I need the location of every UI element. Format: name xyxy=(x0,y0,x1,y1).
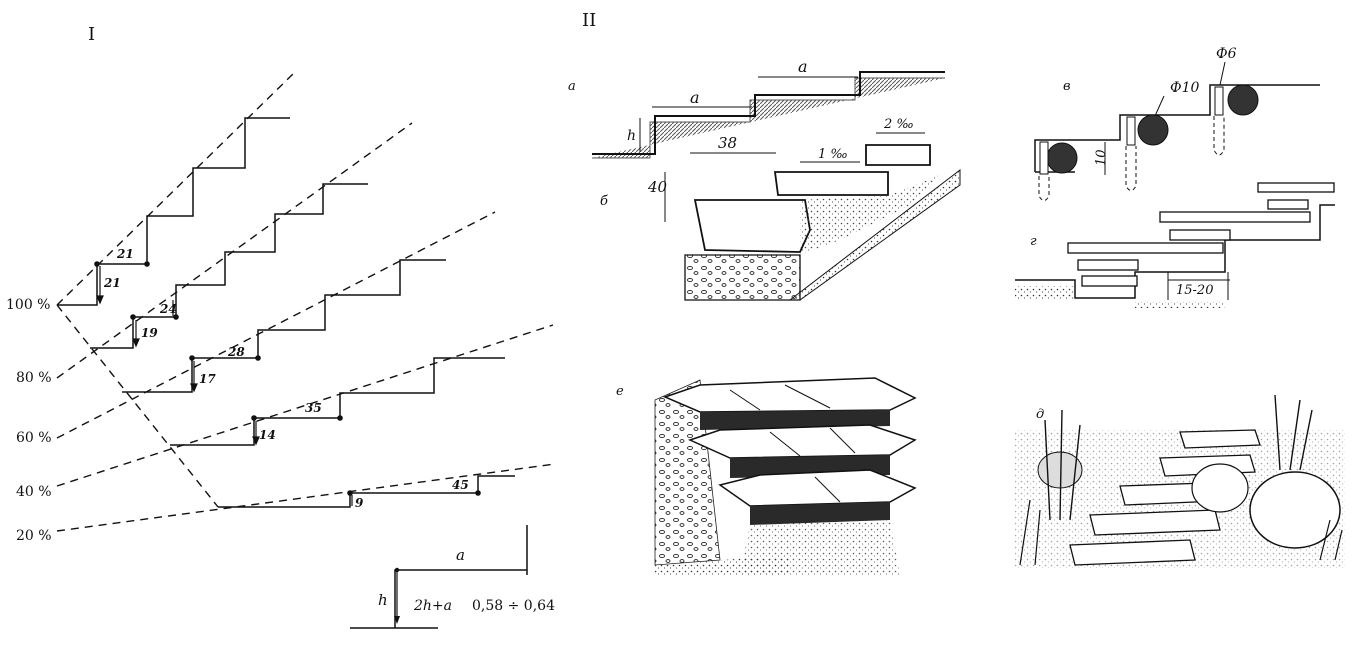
figure-v-height: 10 xyxy=(1094,149,1109,166)
slope-labels: 100 % 80 % 60 % 40 % 20 % xyxy=(6,297,52,544)
legend-h: h xyxy=(378,591,388,609)
slope-40-line xyxy=(56,324,554,487)
dim-40-h: 14 xyxy=(259,428,276,442)
figure-b-letter: б xyxy=(600,194,608,209)
dim-100-h: 21 xyxy=(103,276,121,290)
figure-v-letter: в xyxy=(1063,79,1071,94)
legend-formula: 2h+a xyxy=(413,598,452,614)
stair-20 xyxy=(218,475,515,508)
stair-80 xyxy=(90,183,368,349)
figure-d-garden-steps: д xyxy=(1015,394,1345,568)
slope-100-line xyxy=(56,71,296,306)
figure-b-height: 40 xyxy=(647,178,668,196)
panel-II-label: II xyxy=(582,10,596,31)
figure-b-slope-1: 1 ‰ xyxy=(818,147,848,162)
dimension-markers xyxy=(94,261,481,506)
panel-I-label: I xyxy=(88,24,95,45)
slope-lines xyxy=(56,71,556,532)
legend-range: 0,58 ÷ 0,64 xyxy=(472,598,555,614)
figure-a-tread: a xyxy=(690,88,700,107)
figure-g-letter: г xyxy=(1030,234,1037,249)
figure-g-width: 15-20 xyxy=(1176,283,1213,298)
figure-b-width: 38 xyxy=(718,134,737,152)
slope-20-line xyxy=(56,463,556,532)
figure-a-riser: h xyxy=(627,128,636,144)
stair-profiles xyxy=(57,117,515,508)
figure-a-steps: а a a h xyxy=(568,57,945,159)
figure-v-dia-small: Ф6 xyxy=(1216,46,1237,62)
figure-b-slabs: б 38 40 1 ‰ 2 ‰ xyxy=(600,117,961,301)
dim-60-h: 17 xyxy=(199,372,216,386)
slope-label-80: 80 % xyxy=(16,370,52,386)
stair-40 xyxy=(170,357,505,446)
figure-v-logs: в 10 Ф10 Ф6 xyxy=(1034,46,1320,201)
slope-80-line xyxy=(56,122,413,379)
dim-100-a: 21 xyxy=(116,247,134,261)
slope-label-20: 20 % xyxy=(16,528,52,544)
dim-40-a: 35 xyxy=(305,401,322,415)
legend-a: a xyxy=(456,546,465,564)
figure-e-letter: е xyxy=(616,384,624,399)
figure-a-letter: а xyxy=(568,79,576,94)
slope-60-line xyxy=(56,211,496,439)
stair-60 xyxy=(122,259,446,393)
figure-g-planks: г 15-20 xyxy=(1015,182,1335,308)
figure-e-slab-stairs: е xyxy=(616,377,917,575)
stair-100 xyxy=(57,117,290,306)
figure-d-letter: д xyxy=(1036,407,1044,422)
dim-20-h: 9 xyxy=(355,496,364,510)
slope-label-100: 100 % xyxy=(6,297,50,313)
slope-label-40: 40 % xyxy=(16,484,52,500)
step-legend: a h 2h+a 0,58 ÷ 0,64 xyxy=(350,525,555,629)
figure-b-slope-2: 2 ‰ xyxy=(883,117,914,132)
step-dimension-labels: 21 21 24 19 28 17 35 14 45 9 xyxy=(103,247,469,510)
figure-a-tread-2: a xyxy=(798,57,808,76)
origin-guide-line xyxy=(56,304,219,508)
dim-20-a: 45 xyxy=(452,478,469,492)
dim-80-h: 19 xyxy=(141,326,158,340)
slope-label-60: 60 % xyxy=(16,430,52,446)
figure-v-dia-big: Ф10 xyxy=(1170,80,1200,96)
dim-60-a: 28 xyxy=(227,345,245,359)
dim-80-a: 24 xyxy=(159,302,177,316)
